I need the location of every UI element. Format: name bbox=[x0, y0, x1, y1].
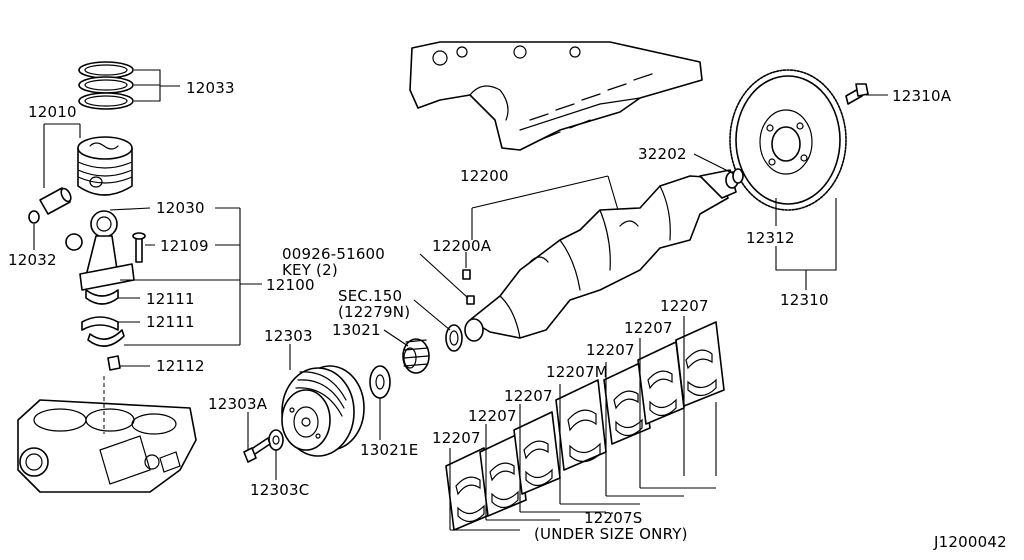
leader-lines bbox=[33, 69, 888, 531]
label-pilot-bushing: 32202 bbox=[638, 145, 687, 163]
label-rod-assy: 12100 bbox=[266, 276, 315, 294]
label-flywheel-assy: 12310 bbox=[780, 291, 829, 309]
label-flywheel-bolt: 12310A bbox=[892, 87, 952, 105]
label-piston-ring-set: 12033 bbox=[186, 79, 235, 97]
label-main-bearing-1: 12207 bbox=[432, 429, 481, 447]
main-bearing-5 bbox=[603, 361, 651, 445]
crank-sprocket bbox=[402, 338, 430, 374]
cylinder-block-lower bbox=[17, 399, 197, 493]
label-pulley-bolt: 12303A bbox=[208, 395, 268, 413]
piston bbox=[77, 136, 133, 196]
label-bearing-note: (UNDER SIZE ONRY) bbox=[534, 525, 688, 543]
main-bearing-2 bbox=[479, 433, 527, 517]
label-piston: 12010 bbox=[28, 103, 77, 121]
label-bearing-set: 12207S bbox=[584, 509, 643, 527]
crankshaft bbox=[464, 169, 739, 342]
flywheel bbox=[729, 69, 847, 211]
label-key-qty: KEY (2) bbox=[282, 261, 338, 279]
pulley-washer bbox=[268, 429, 284, 451]
label-main-bearing-m: 12207M bbox=[546, 363, 608, 381]
label-crankshaft-assy: 12200 bbox=[460, 167, 509, 185]
sprocket-washer bbox=[369, 365, 391, 399]
piston-pin bbox=[28, 187, 72, 224]
label-rod-bearing-lower: 12111 bbox=[146, 313, 195, 331]
label-rod-nut: 12112 bbox=[156, 357, 205, 375]
label-main-bearing-5: 12207 bbox=[586, 341, 635, 359]
label-main-bearing-7: 12207 bbox=[660, 297, 709, 315]
main-bearing-3 bbox=[513, 411, 561, 495]
label-crank-key: 12200A bbox=[432, 237, 492, 255]
figure-id: J1200042 bbox=[934, 533, 1007, 551]
pulley-bolt bbox=[243, 437, 271, 463]
label-main-bearing-6: 12207 bbox=[624, 319, 673, 337]
main-bearing-7 bbox=[675, 321, 725, 407]
label-pulley: 12303 bbox=[264, 327, 313, 345]
label-pin-snap-ring: 12032 bbox=[8, 251, 57, 269]
label-main-bearing-2: 12207 bbox=[468, 407, 517, 425]
pilot-bushing bbox=[732, 168, 744, 184]
crankshaft-key bbox=[462, 269, 471, 280]
label-flywheel: 12312 bbox=[746, 229, 795, 247]
flywheel-bolt bbox=[845, 83, 869, 105]
oil-seal bbox=[445, 324, 463, 352]
crank-pulley bbox=[281, 365, 365, 457]
main-bearing-m bbox=[555, 379, 607, 471]
piston-rings bbox=[78, 61, 134, 110]
label-pulley-washer: 12303C bbox=[250, 481, 310, 499]
label-sprocket: 13021 bbox=[332, 321, 381, 339]
label-sec-ref-part: (12279N) bbox=[338, 303, 411, 321]
label-sec-ref: SEC.150 bbox=[338, 287, 403, 305]
label-main-bearing-3: 12207 bbox=[504, 387, 553, 405]
label-rod-bolt: 12109 bbox=[160, 237, 209, 255]
main-bearings bbox=[445, 321, 725, 531]
label-washer: 13021E bbox=[360, 441, 419, 459]
label-connecting-rod: 12030 bbox=[156, 199, 205, 217]
label-key-part: 00926-51600 bbox=[282, 245, 386, 263]
label-rod-bearing-upper: 12111 bbox=[146, 290, 195, 308]
rod-bearings bbox=[81, 289, 125, 371]
crankshaft-key-2 bbox=[466, 295, 475, 305]
cylinder-block-upper bbox=[409, 41, 703, 151]
connecting-rod bbox=[65, 210, 146, 291]
